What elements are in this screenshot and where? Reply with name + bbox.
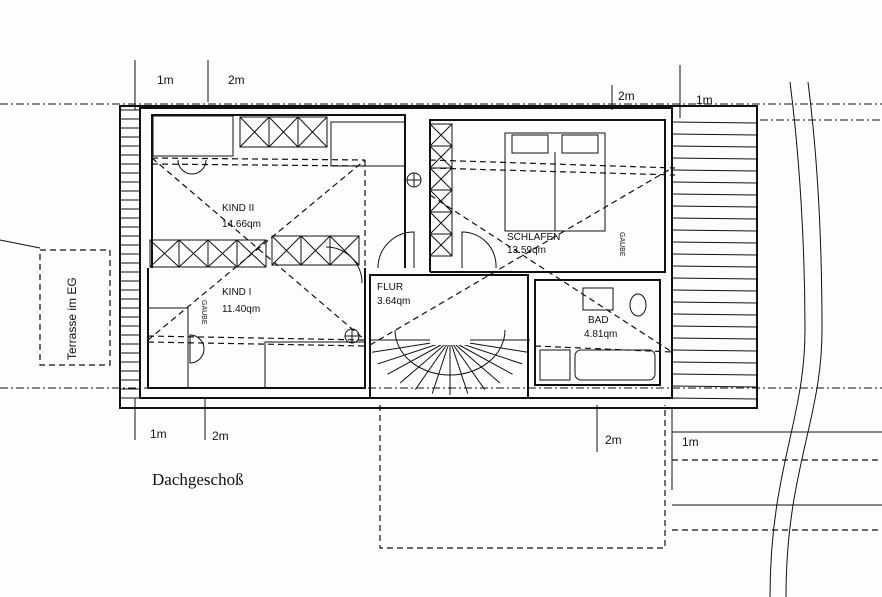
slope-lines [147, 157, 676, 353]
gaube-label-schlafen: GAUBE [618, 232, 625, 257]
wardrobe-unit [429, 233, 453, 257]
terrace-label: Terrasse im EG [65, 277, 79, 360]
dim-top-4: 1m [696, 93, 713, 107]
stair-step [449, 339, 469, 394]
hatch-line [671, 325, 758, 328]
hatch-line [671, 229, 758, 232]
room-kind-1-area: 11.40qm [222, 304, 260, 315]
wardrobe-cross [239, 116, 270, 148]
stair-step [431, 339, 451, 394]
stair-landing [430, 330, 470, 345]
road-lines [672, 81, 882, 597]
stair-step [449, 339, 501, 384]
plan-title: Dachgeschoß [152, 470, 244, 489]
hatch-line [671, 289, 758, 292]
hatch-line [671, 217, 758, 220]
hatch-line [671, 157, 758, 160]
wardrobe-cross [429, 123, 453, 147]
building-outline [119, 105, 758, 409]
room-kind-1-name: KIND I [222, 287, 251, 298]
wardrobe-cross [297, 116, 328, 148]
wardrobe-cross [178, 239, 209, 268]
room-schlafen-area: 13.59qm [507, 245, 546, 256]
roof-hatch-right [671, 121, 758, 400]
lower-floor-outline [379, 405, 666, 549]
hatch-line [671, 397, 758, 400]
hatch-line [671, 181, 758, 184]
wardrobe-cross [429, 145, 453, 169]
gaube-label-kind-1: GAUBE [200, 300, 207, 325]
wardrobe-unit [236, 239, 267, 268]
hatch-line [671, 313, 758, 316]
dim-bottom-2: 2m [212, 429, 229, 443]
wardrobe-cross [429, 233, 453, 257]
hatch-line [671, 253, 758, 256]
room-kind-2-name: KIND II [222, 203, 254, 214]
wardrobe-unit [297, 116, 328, 148]
wardrobe-cross [300, 235, 331, 266]
wardrobes [149, 116, 453, 268]
stair-step [449, 339, 486, 390]
stair-step [414, 339, 451, 390]
wardrobe-cross [429, 167, 453, 191]
hatch-line [671, 133, 758, 136]
furniture [147, 115, 656, 395]
room-kind-2-area: 14.66qm [222, 219, 261, 230]
room-flur-name: FLUR [377, 282, 403, 293]
bathtub [574, 349, 656, 381]
wardrobe-cross [329, 235, 360, 266]
wardrobe-cross [268, 116, 299, 148]
dim-top-3: 2m [618, 89, 635, 103]
sink [582, 287, 614, 311]
room-flur-area: 3.64qm [377, 296, 410, 307]
dim-top-2: 2m [228, 73, 245, 87]
toilet [629, 293, 647, 317]
hatch-line [671, 145, 758, 148]
hatch-line [671, 169, 758, 172]
hatch-line [671, 349, 758, 352]
staircase [370, 329, 530, 395]
dim-bottom-4: 1m [682, 435, 699, 449]
hatch-line [671, 361, 758, 364]
wardrobe-cross [149, 239, 180, 268]
room-flur-walls [369, 274, 529, 399]
room-kind-1-walls [147, 268, 366, 389]
room-bad-name: BAD [588, 315, 609, 326]
terrace-outline [39, 249, 111, 366]
hatch-line [671, 337, 758, 340]
hatch-line [671, 373, 758, 376]
hatch-line [671, 385, 758, 388]
hatch-line [671, 241, 758, 244]
wardrobe-cross [429, 211, 453, 235]
wardrobe-unit [329, 235, 360, 266]
stair-step [399, 339, 451, 384]
room-bad-walls [534, 279, 661, 386]
hatch-line [671, 265, 758, 268]
hatch-line [671, 205, 758, 208]
room-schlafen-name: SCHLAFEN [507, 232, 560, 243]
hatch-line [671, 277, 758, 280]
stair-step [387, 339, 451, 375]
stair-handrail [394, 329, 506, 376]
dim-bottom-3: 2m [605, 433, 622, 447]
hatch-line [671, 193, 758, 196]
room-kind-2-walls [151, 114, 406, 268]
wardrobe-cross [207, 239, 238, 268]
wardrobe-cross [429, 189, 453, 213]
stair-step [449, 339, 513, 375]
dim-top-1: 1m [157, 73, 174, 87]
wardrobe-cross [271, 235, 302, 266]
room-bad-area: 4.81qm [584, 329, 617, 340]
dim-bottom-1: 1m [150, 427, 167, 441]
hatch-line [671, 121, 758, 124]
hatch-line [671, 301, 758, 304]
roof-hatch-left [120, 109, 140, 399]
